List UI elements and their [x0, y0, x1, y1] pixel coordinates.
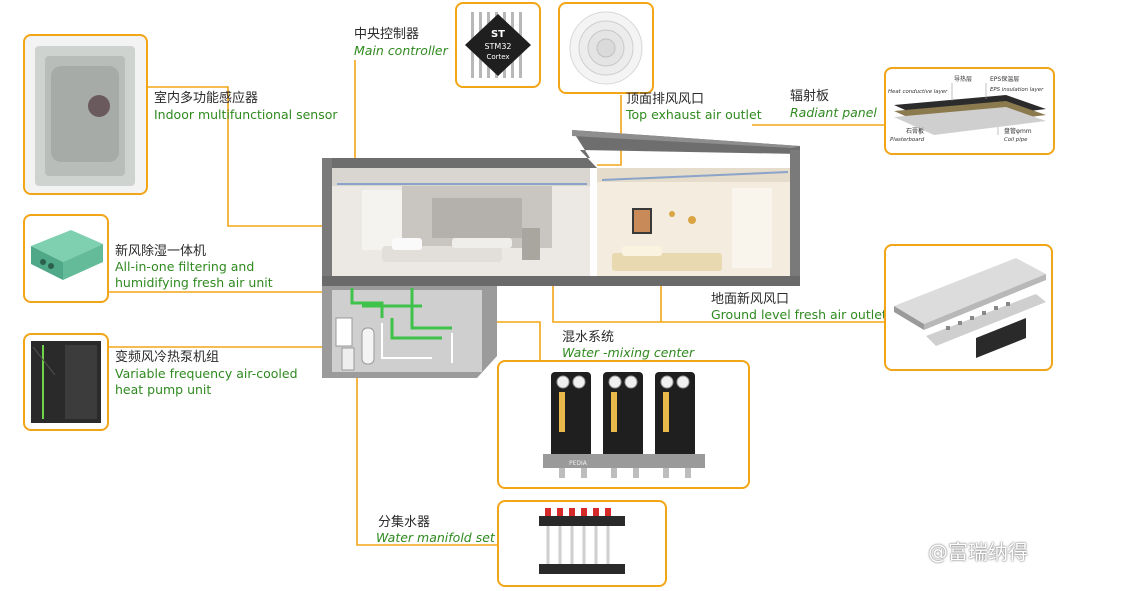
radiant-label-en: Radiant panel: [790, 105, 877, 120]
radiant-panel-image-box: 导热层 Heat conductive layer EPS保温层 EPS ins…: [884, 67, 1055, 155]
eps-cn: EPS保温层: [990, 75, 1019, 83]
radiant-panel-layers: 导热层 Heat conductive layer EPS保温层 EPS ins…: [888, 75, 1046, 143]
heat-pump-label-en2: heat pump unit: [115, 382, 212, 397]
sensor-label-en: Indoor multifunctional sensor: [154, 107, 338, 122]
plaster-en: Plasterboard: [890, 137, 925, 143]
fresh-air-unit-image-box: [23, 214, 109, 303]
heat-conductive-en: Heat conductive layer: [888, 89, 948, 95]
sensor-device-image: [35, 46, 135, 186]
microcontroller-chip-icon: ST STM32 Cortex: [465, 12, 531, 78]
plaster-cn: 石膏板: [906, 127, 924, 135]
mixing-unit-brand: PEDIA: [569, 460, 588, 467]
house-cutaway-illustration: [322, 130, 800, 378]
controller-label-en: Main controller: [354, 43, 448, 58]
ground-outlet-label-cn: 地面新风风口: [711, 292, 790, 307]
ground-outlet-label-en: Ground level fresh air outlet: [711, 307, 887, 322]
mixing-center-unit: PEDIA: [543, 372, 705, 478]
chip-brand: ST: [491, 29, 505, 40]
watermark: @富瑞纳得: [928, 540, 1028, 564]
mixing-label-cn: 混水系统: [562, 330, 615, 345]
fresh-air-unit-icon: [31, 230, 103, 280]
sensor-image-box: [23, 34, 148, 195]
manifold-label-cn: 分集水器: [378, 515, 431, 530]
fresh-air-label-en2: humidifying fresh air unit: [115, 275, 273, 290]
exhaust-image-box: [558, 2, 654, 94]
manifold-image-box: [497, 500, 667, 587]
floor-grille-icon: [894, 258, 1046, 358]
controller-image-box: ST STM32 Cortex: [455, 2, 541, 88]
exhaust-label-cn: 顶面排风风口: [626, 92, 705, 107]
coil-en: Coil pipe: [1004, 137, 1028, 143]
fresh-air-label-en1: All-in-one filtering and: [115, 259, 255, 274]
water-manifold-icon: [539, 508, 625, 574]
heat-pump-label-en1: Variable frequency air-cooled: [115, 366, 298, 381]
chip-line1: STM32: [484, 42, 511, 51]
heat-pump-unit-icon: [31, 341, 101, 423]
mixing-label-en: Water -mixing center: [562, 345, 695, 360]
controller-label-cn: 中央控制器: [354, 27, 420, 42]
heat-pump-label-cn: 变频风冷热泵机组: [115, 350, 220, 365]
heat-conductive-cn: 导热层: [954, 75, 972, 83]
fresh-air-label-cn: 新风除湿一体机: [115, 244, 207, 259]
mixing-center-image-box: PEDIA: [497, 360, 750, 489]
heat-pump-image-box: [23, 333, 109, 431]
coil-cn: 盘管φmm: [1004, 127, 1032, 135]
chip-line2: Cortex: [486, 53, 509, 61]
manifold-label-en: Water manifold set: [376, 530, 495, 545]
exhaust-label-en: Top exhaust air outlet: [626, 107, 762, 122]
sensor-label-cn: 室内多功能感应器: [154, 91, 259, 106]
round-diffuser-icon: [569, 11, 643, 85]
radiant-label-cn: 辐射板: [790, 89, 830, 104]
eps-en: EPS insulation layer: [990, 87, 1044, 93]
ground-outlet-image-box: [884, 244, 1053, 371]
